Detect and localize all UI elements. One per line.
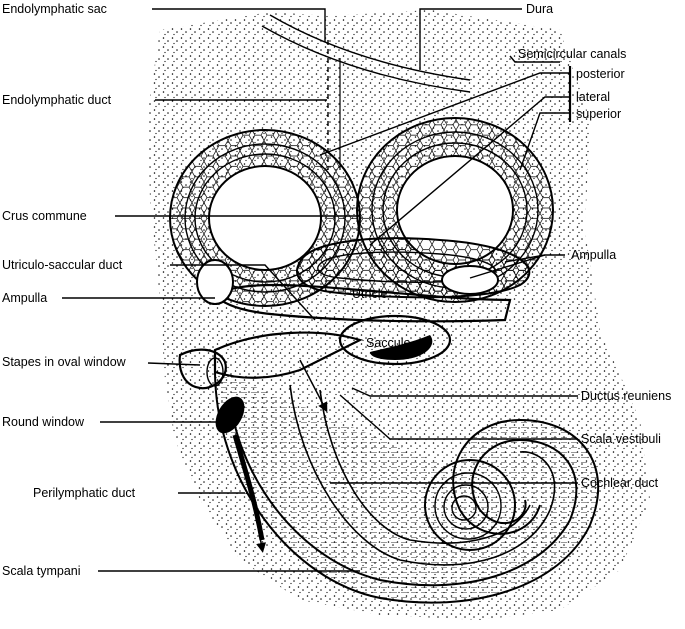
label-utricle: Utricle: [352, 287, 387, 301]
label-round-window: Round window: [2, 415, 85, 429]
stapes: [178, 348, 227, 390]
label-cochlear-duct: Cochlear duct: [581, 476, 659, 490]
cochlea-outer-wall: [214, 369, 600, 604]
label-lateral: lateral: [576, 90, 610, 104]
leader-endolymphatic-sac: [152, 8, 326, 42]
label-superior: superior: [576, 107, 621, 121]
leader-lateral: [369, 96, 570, 246]
ampulla-right-bulb: [441, 265, 499, 295]
ampulla-left-bulb: [196, 259, 234, 305]
dura-membrane: [269, 14, 471, 81]
label-ductus-reuniens: Ductus reuniens: [581, 389, 671, 403]
cochlear-duct-band: [289, 384, 556, 566]
leader-semicircular-canals: [509, 55, 560, 63]
label-utriculo-saccular-duct: Utriculo-saccular duct: [2, 258, 123, 272]
stapes-footplate: [206, 357, 224, 387]
label-endolymphatic-duct: Endolymphatic duct: [2, 93, 112, 107]
label-posterior: posterior: [576, 67, 625, 81]
leader-utriculo-saccular-duct: [170, 264, 316, 321]
label-crus-commune: Crus commune: [2, 209, 87, 223]
label-ampulla-right: Ampulla: [571, 248, 616, 262]
perilymphatic-arrow: [254, 509, 267, 553]
leader-stapes: [147, 362, 201, 366]
scala-vestibuli-arrow: [299, 359, 328, 413]
label-saccule: Saccule: [366, 336, 411, 350]
posterior-canal-membrane-inner: [194, 153, 336, 283]
scala-vestibuli-band: [319, 389, 531, 544]
posterior-canal-core: [208, 165, 322, 271]
label-endolymphatic-sac: Endolymphatic sac: [2, 2, 107, 16]
saccule-macula: [370, 335, 433, 360]
leader-dura: [419, 8, 522, 70]
perilymphatic-duct: [232, 434, 265, 541]
leader-ductus-reuniens: [351, 387, 578, 397]
posterior-canal-membrane-outer: [184, 143, 346, 293]
saccule-body: [338, 314, 452, 366]
cochlea-spiral-2: [434, 472, 502, 540]
label-dura: Dura: [526, 2, 553, 16]
utricle-body: [213, 283, 512, 323]
leader-posterior: [319, 72, 570, 156]
cochlea-spiral-3: [443, 484, 489, 530]
vestibule-perilymph: [213, 331, 363, 379]
label-perilymphatic-duct: Perilymphatic duct: [33, 486, 136, 500]
dura-membrane-inner: [261, 25, 471, 93]
leader-ampulla-right-2: [504, 254, 546, 263]
cochlea-spiral-1: [424, 459, 516, 551]
cochlea-spiral-4: [451, 495, 477, 521]
label-scala-vestibuli: Scala vestibuli: [581, 432, 661, 446]
label-semicircular-canals: Semicircular canals: [518, 47, 626, 61]
label-ampulla-left: Ampulla: [2, 291, 47, 305]
label-stapes-in-oval-window: Stapes in oval window: [2, 355, 127, 369]
leader-superior: [519, 112, 570, 171]
label-scala-tympani: Scala tympani: [2, 564, 81, 578]
round-window: [215, 396, 245, 434]
leader-scala-vestibuli: [339, 394, 578, 440]
